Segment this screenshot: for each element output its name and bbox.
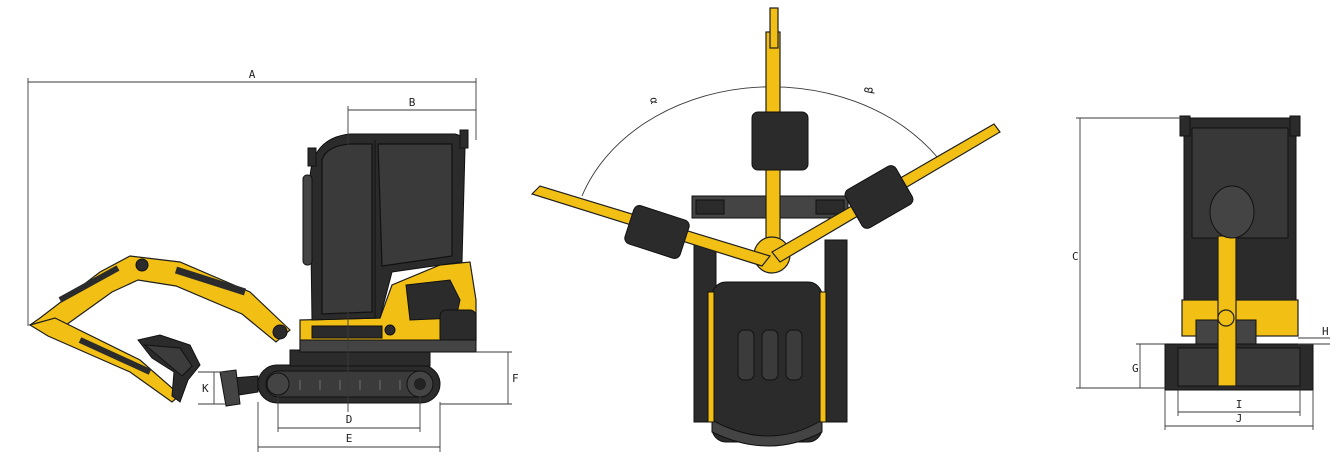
front-machine <box>1164 115 1314 391</box>
top-boom-right <box>771 123 1001 263</box>
front-dimensions: C G H I J <box>1072 117 1330 430</box>
side-cab <box>302 129 469 321</box>
dim-label-C: C <box>1072 250 1079 263</box>
dim-label-D: D <box>346 413 353 426</box>
side-bucket <box>137 334 201 403</box>
dim-label-I: I <box>1236 398 1243 411</box>
top-boom-left <box>530 185 772 267</box>
dim-label-F: F <box>512 372 519 385</box>
side-dozer-blade <box>219 369 259 407</box>
dim-label-J: J <box>1236 412 1243 425</box>
side-boom <box>28 255 291 343</box>
top-boom-center <box>751 7 809 274</box>
dim-label-B: B <box>409 96 416 109</box>
side-dimensions: A B E D F K <box>27 68 519 452</box>
side-upper-body <box>299 261 477 353</box>
dim-label-A: A <box>249 68 256 81</box>
front-view: C G H I J <box>1072 115 1330 430</box>
side-track <box>257 364 441 404</box>
dim-label-H: H <box>1322 325 1329 338</box>
swing-arc <box>581 86 939 197</box>
top-view: α β <box>530 7 1001 447</box>
dim-label-K: K <box>202 382 209 395</box>
side-view: A B E D F K <box>27 68 519 452</box>
angle-label-beta: β <box>862 85 876 94</box>
angle-label-alpha: α <box>647 96 661 105</box>
dim-label-G: G <box>1132 362 1139 375</box>
dim-label-E: E <box>346 432 353 445</box>
